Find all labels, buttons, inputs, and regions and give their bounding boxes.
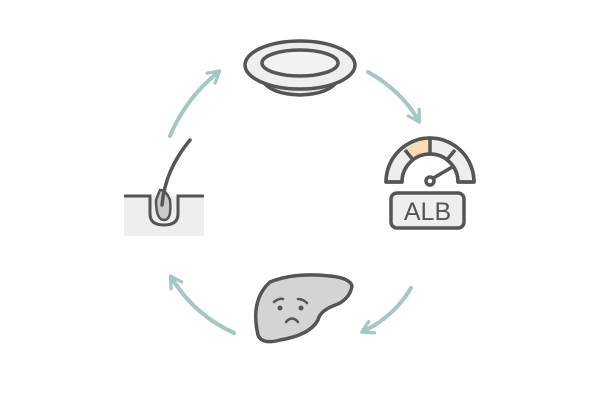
arrow-plate-to-albumin bbox=[366, 70, 422, 124]
hair-follicle-icon bbox=[124, 138, 204, 236]
arrow-hair-to-plate bbox=[168, 69, 222, 138]
arrow-liver-to-hair bbox=[168, 274, 236, 335]
arrow-albumin-to-liver bbox=[360, 286, 413, 335]
albumin-label: ALB bbox=[404, 198, 451, 226]
empty-plate-icon bbox=[243, 39, 357, 97]
sad-liver-icon bbox=[254, 273, 354, 344]
albumin-gauge-icon bbox=[384, 136, 476, 230]
